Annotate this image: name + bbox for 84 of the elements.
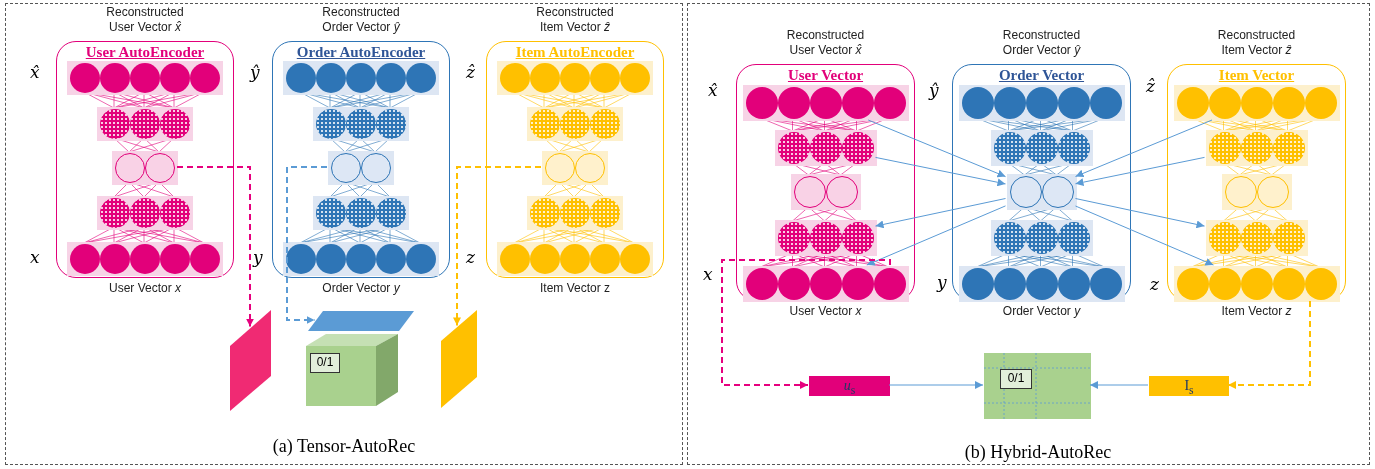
arrow: [875, 156, 1006, 187]
neuron-layer: [742, 266, 909, 302]
neuron-layer: [774, 130, 877, 166]
math-symbol: x: [703, 264, 713, 284]
neuron-layer: [112, 151, 178, 185]
math-symbol: ŷ: [929, 80, 939, 100]
vector-label: User Vector x: [108, 281, 182, 295]
heading: Reconstructed Item Vector ẑ: [1216, 28, 1297, 58]
neuron-layer: [527, 196, 623, 230]
neuron-layer: [542, 151, 608, 185]
arrow: [1075, 156, 1205, 187]
vector-box: I$_{s}$: [1149, 376, 1229, 396]
math-symbol: x: [30, 247, 40, 267]
arrow: [286, 166, 328, 324]
math-symbol: z: [1150, 274, 1159, 294]
arrow: [1075, 119, 1213, 178]
math-symbol: y: [937, 272, 947, 292]
vector-label: User Vector x: [788, 304, 863, 318]
value-box: 0/1: [1000, 369, 1032, 389]
neuron-layer: [283, 61, 439, 95]
neuron-layer: [497, 242, 653, 276]
neuron-layer: [990, 220, 1093, 256]
vector-label: Item Vector z: [1220, 304, 1293, 318]
neuron-layer: [1006, 174, 1077, 210]
neuron-layer: [67, 242, 223, 276]
neuron-layer: [1173, 266, 1340, 302]
neuron-layer: [958, 85, 1125, 121]
neuron-layer: [283, 242, 439, 276]
neuron-layer: [313, 196, 409, 230]
math-symbol: z: [466, 247, 475, 267]
neuron-layer: [1221, 174, 1292, 210]
neuron-layer: [774, 220, 877, 256]
arrow: [1227, 300, 1311, 389]
caption: (b) Hybrid-AutoRec: [963, 442, 1113, 463]
title: User AutoEncoder: [84, 44, 206, 61]
vector-label: Order Vector y: [321, 281, 401, 295]
arrow: [866, 205, 1006, 266]
title: Item AutoEncoder: [514, 44, 636, 61]
arrow: [721, 259, 891, 389]
math-symbol: ẑ: [1146, 76, 1155, 96]
value-box: 0/1: [310, 353, 340, 373]
vector-box: u$_{s}$: [809, 376, 890, 396]
dashed-panel: [687, 3, 1370, 465]
arrow: [875, 198, 1006, 229]
neuron-layer: [1205, 220, 1308, 256]
heading: Reconstructed Item Vector ẑ: [535, 5, 615, 35]
title: Item Vector: [1217, 67, 1296, 84]
neuron-layer: [97, 196, 193, 230]
arrow: [888, 381, 984, 389]
math-symbol: x̂: [30, 62, 40, 82]
neuron-layer: [328, 151, 394, 185]
title: User Vector: [786, 67, 865, 84]
title: Order AutoEncoder: [295, 44, 427, 61]
neuron-layer: [97, 107, 193, 141]
arrow: [1075, 205, 1214, 266]
neuron-layer: [990, 130, 1093, 166]
neuron-layer: [313, 107, 409, 141]
arrow: [867, 119, 1006, 178]
neuron-layer: [790, 174, 861, 210]
neuron-layer: [1205, 130, 1308, 166]
neuron-layer: [742, 85, 909, 121]
title: Order Vector: [997, 67, 1086, 84]
vector-label: Order Vector y: [1001, 304, 1082, 318]
math-symbol: ẑ: [466, 62, 475, 82]
dashed-panel: [5, 3, 683, 465]
heading: Reconstructed Order Vector ŷ: [321, 5, 401, 35]
heading: Reconstructed User Vector x̂: [105, 5, 185, 35]
grid-matrix: [984, 353, 1091, 419]
arrow: [453, 166, 542, 327]
arrow: [176, 166, 254, 328]
caption: (a) Tensor-AutoRec: [271, 436, 417, 457]
neuron-layer: [1173, 85, 1340, 121]
heading: Reconstructed Order Vector ŷ: [1001, 28, 1082, 58]
vector-label: Item Vector z: [539, 281, 611, 295]
math-symbol: x̂: [708, 80, 718, 100]
neuron-layer: [527, 107, 623, 141]
neuron-layer: [958, 266, 1125, 302]
arrow: [1089, 381, 1149, 389]
math-symbol: y: [253, 247, 263, 267]
arrow: [1075, 198, 1205, 229]
neuron-layer: [67, 61, 223, 95]
neuron-layer: [497, 61, 653, 95]
heading: Reconstructed User Vector x̂: [785, 28, 866, 58]
math-symbol: ŷ: [250, 62, 260, 82]
